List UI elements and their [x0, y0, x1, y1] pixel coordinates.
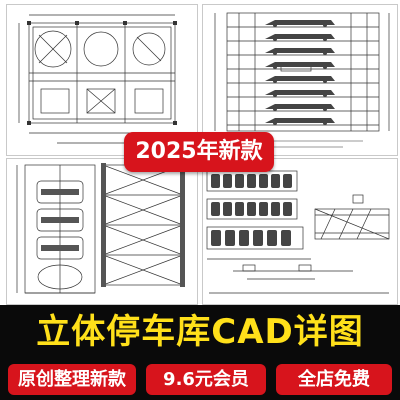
cad-floor-plan-drawing — [6, 4, 198, 156]
title-bar: 立体停车库CAD详图 — [0, 305, 400, 359]
layout-plan-svg — [206, 170, 390, 294]
promo-tag-store-free: 全店免费 — [276, 364, 392, 395]
cad-layout-plan-drawing — [202, 158, 398, 305]
promo-tag-membership-price: 9.6元会员 — [146, 364, 266, 395]
promo-tag-original: 原创整理新款 — [8, 364, 136, 395]
product-title: 立体停车库CAD详图 — [36, 312, 364, 352]
tower-frame-svg — [16, 163, 185, 294]
section-elevation-svg — [214, 12, 390, 148]
floor-plan-svg — [18, 14, 177, 144]
year-badge: 2025年新款 — [124, 132, 274, 172]
promo-tag-bar: 原创整理新款 9.6元会员 全店免费 — [0, 359, 400, 400]
cad-section-elevation-drawing — [202, 4, 398, 156]
cad-tower-frame-drawing — [6, 158, 198, 305]
